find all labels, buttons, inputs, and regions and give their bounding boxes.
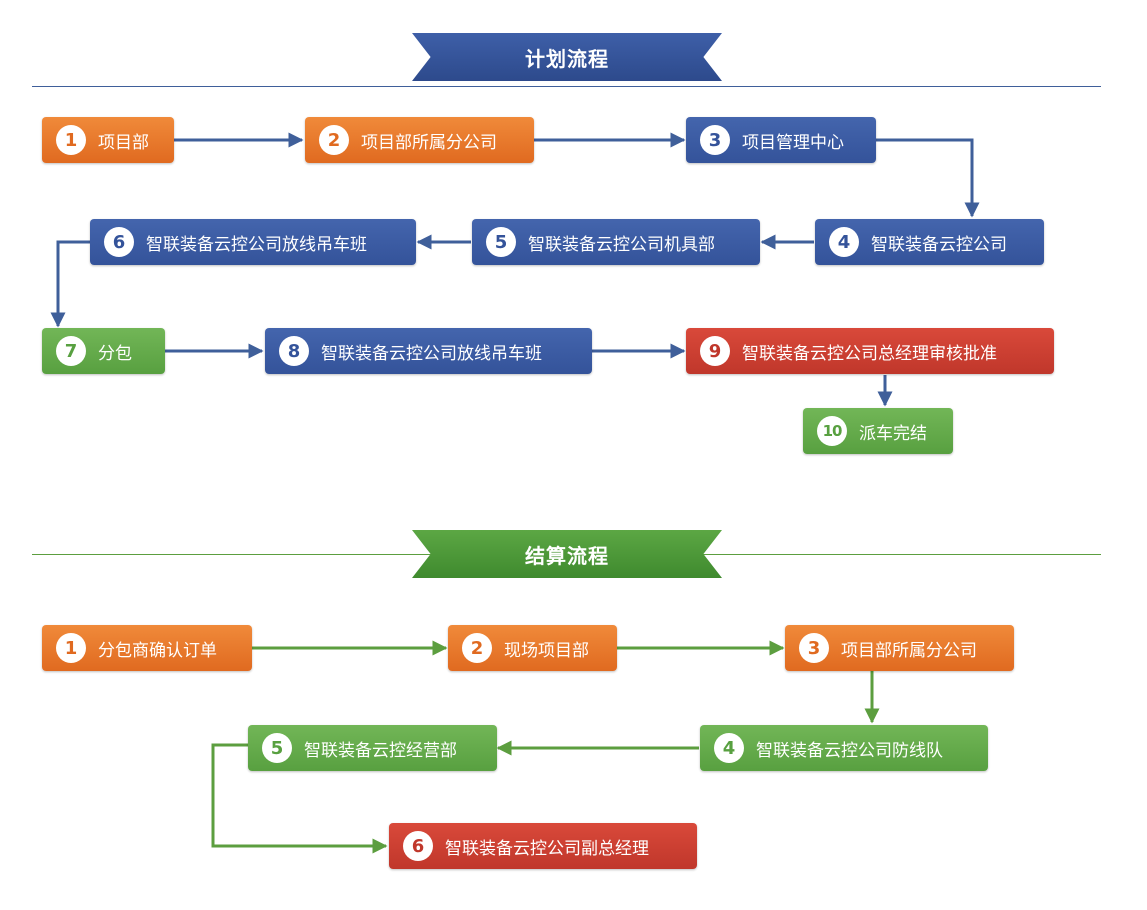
- step-label: 智联装备云控经营部: [304, 740, 457, 761]
- plan-step-6[interactable]: 6 智联装备云控公司放线吊车班: [90, 219, 416, 265]
- step-number-badge: 2: [319, 125, 349, 155]
- settle-step-4[interactable]: 4 智联装备云控公司防线队: [700, 725, 988, 771]
- step-number-badge: 5: [486, 227, 516, 257]
- step-number-badge: 9: [700, 336, 730, 366]
- plan-step-8[interactable]: 8 智联装备云控公司放线吊车班: [265, 328, 592, 374]
- step-number-badge: 3: [799, 633, 829, 663]
- step-number-badge: 1: [56, 633, 86, 663]
- plan-step-7[interactable]: 7 分包: [42, 328, 165, 374]
- step-number-badge: 7: [56, 336, 86, 366]
- step-number-badge: 6: [104, 227, 134, 257]
- step-label: 项目管理中心: [742, 132, 844, 153]
- step-label: 项目部: [98, 132, 149, 153]
- step-number-badge: 3: [700, 125, 730, 155]
- step-label: 智联装备云控公司: [871, 234, 1007, 255]
- step-number-badge: 10: [817, 416, 847, 446]
- settlement-title: 结算流程: [412, 530, 722, 578]
- step-label: 智联装备云控公司副总经理: [445, 838, 649, 859]
- step-label: 智联装备云控公司总经理审核批准: [742, 343, 997, 364]
- plan-divider: [32, 86, 1101, 87]
- step-label: 分包商确认订单: [98, 640, 217, 661]
- step-number-badge: 1: [56, 125, 86, 155]
- plan-step-9[interactable]: 9 智联装备云控公司总经理审核批准: [686, 328, 1054, 374]
- plan-step-2[interactable]: 2 项目部所属分公司: [305, 117, 534, 163]
- plan-arrow-3-4: [876, 138, 980, 218]
- settle-step-6[interactable]: 6 智联装备云控公司副总经理: [389, 823, 697, 869]
- plan-step-5[interactable]: 5 智联装备云控公司机具部: [472, 219, 760, 265]
- step-label: 项目部所属分公司: [361, 132, 497, 153]
- step-label: 智联装备云控公司放线吊车班: [321, 343, 542, 364]
- step-label: 智联装备云控公司防线队: [756, 740, 943, 761]
- plan-step-3[interactable]: 3 项目管理中心: [686, 117, 876, 163]
- step-number-badge: 4: [714, 733, 744, 763]
- step-label: 现场项目部: [504, 640, 589, 661]
- plan-step-4[interactable]: 4 智联装备云控公司: [815, 219, 1044, 265]
- plan-title: 计划流程: [412, 33, 722, 81]
- plan-arrow-6-7: [50, 240, 90, 328]
- step-label: 项目部所属分公司: [841, 640, 977, 661]
- step-number-badge: 2: [462, 633, 492, 663]
- step-label: 分包: [98, 343, 132, 364]
- step-label: 智联装备云控公司放线吊车班: [146, 234, 367, 255]
- settle-arrow-5-6: [211, 743, 388, 854]
- step-number-badge: 8: [279, 336, 309, 366]
- settle-step-5[interactable]: 5 智联装备云控经营部: [248, 725, 497, 771]
- step-label: 智联装备云控公司机具部: [528, 234, 715, 255]
- step-number-badge: 6: [403, 831, 433, 861]
- plan-step-1[interactable]: 1 项目部: [42, 117, 174, 163]
- plan-step-10[interactable]: 10 派车完结: [803, 408, 953, 454]
- settle-step-2[interactable]: 2 现场项目部: [448, 625, 617, 671]
- step-label: 派车完结: [859, 423, 927, 444]
- settle-step-1[interactable]: 1 分包商确认订单: [42, 625, 252, 671]
- step-number-badge: 5: [262, 733, 292, 763]
- settle-step-3[interactable]: 3 项目部所属分公司: [785, 625, 1014, 671]
- step-number-badge: 4: [829, 227, 859, 257]
